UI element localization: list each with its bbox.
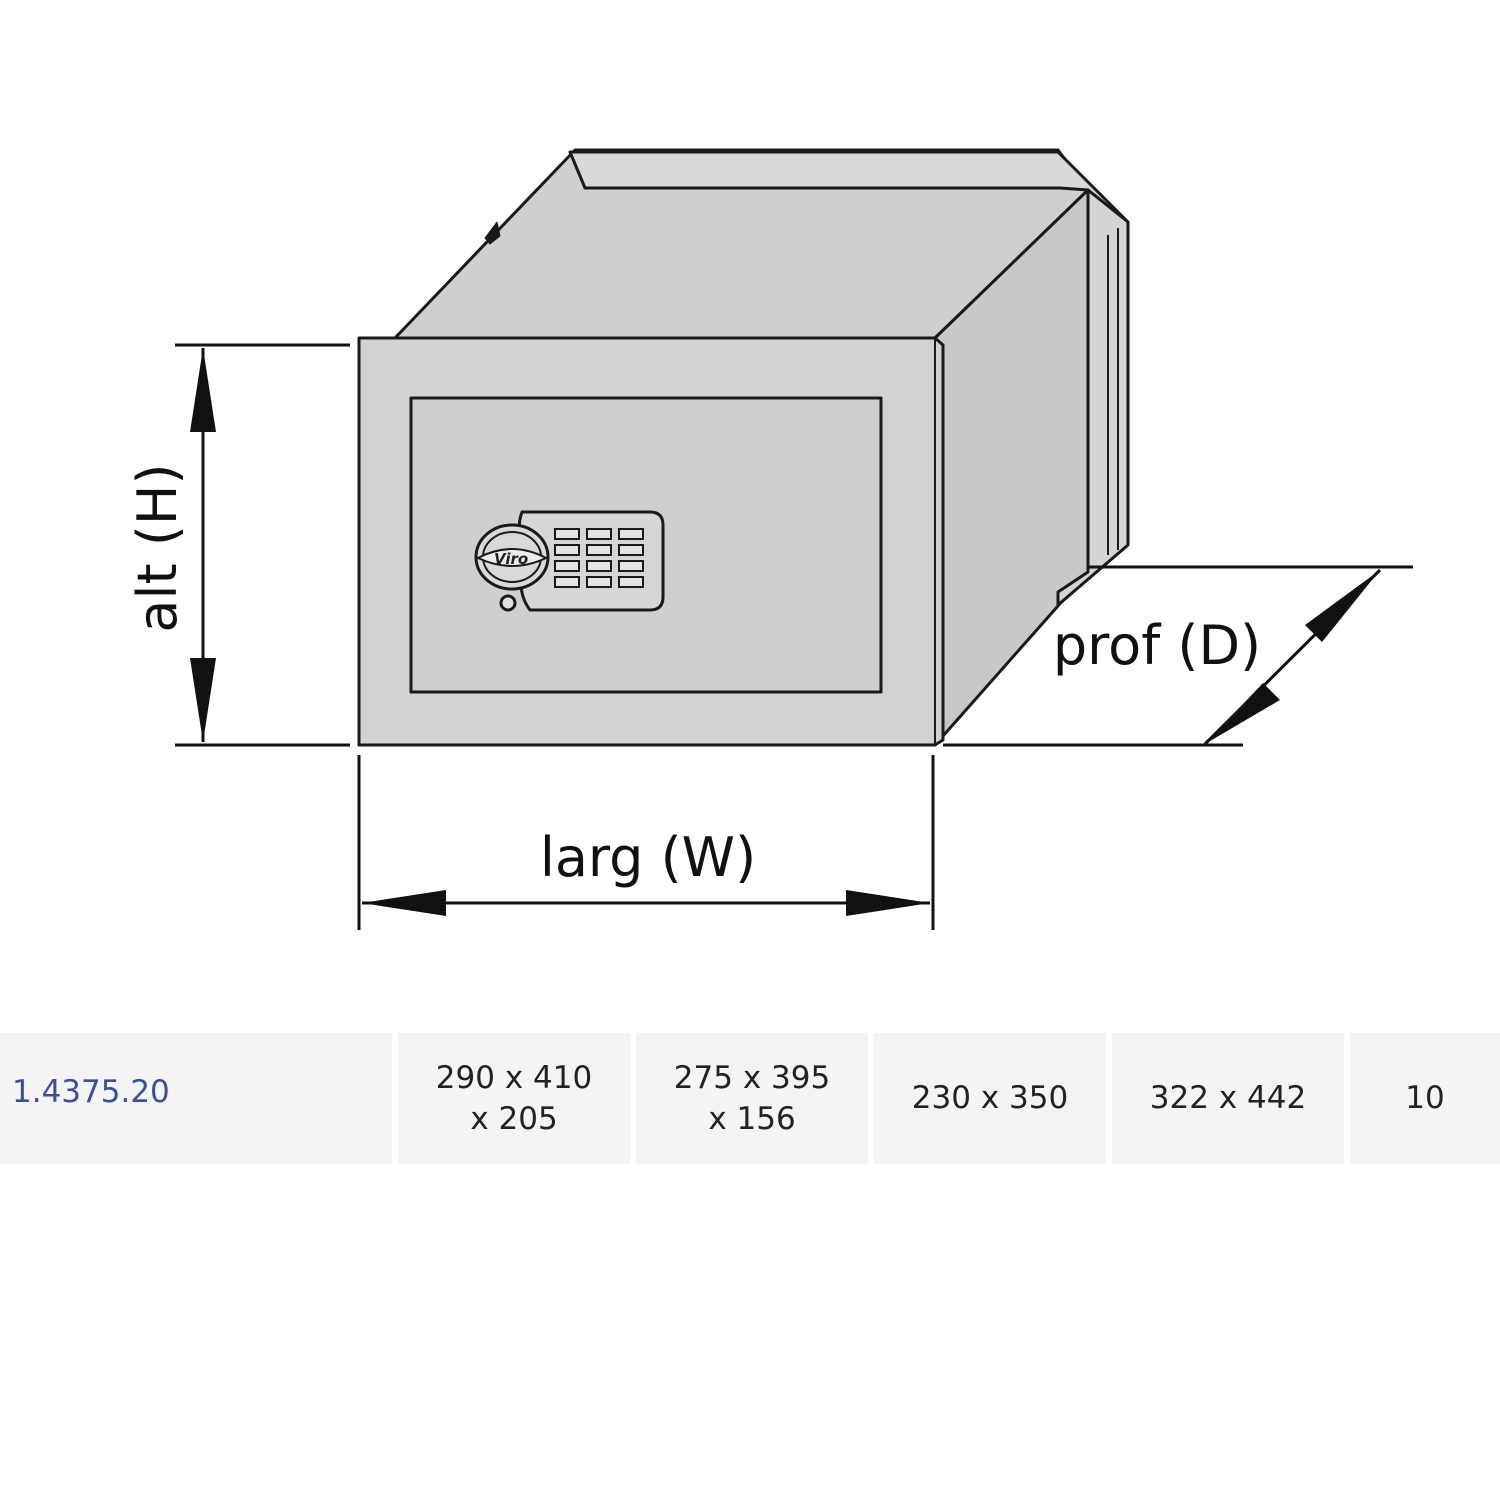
article-code[interactable]: 1.4375.20: [12, 1074, 170, 1110]
safe-right-flange: [1056, 188, 1130, 607]
depth-label: prof (D): [1053, 614, 1261, 677]
safe-illustration: [357, 148, 1130, 747]
height-label: alt (H): [126, 463, 189, 632]
cell-line: 10: [1405, 1080, 1445, 1116]
cell-line: 322 x 442: [1149, 1080, 1307, 1116]
cell-line: x 205: [470, 1100, 558, 1137]
cell-line: 290 x 410: [435, 1059, 593, 1096]
cell-line: x 156: [708, 1100, 796, 1137]
width-dimension: [357, 755, 935, 930]
key-hole: [499, 594, 517, 612]
width-label: larg (W): [540, 826, 756, 889]
cell-line: 230 x 350: [911, 1080, 1069, 1116]
frame-dimensions-cell: 322 x 442: [1112, 1033, 1344, 1164]
electronic-lock: Viro: [474, 510, 665, 612]
quantity-cell: 10: [1350, 1033, 1500, 1164]
specification-table-row: 1.4375.20 290 x 410 x 205 275 x 395 x 15…: [0, 1033, 1500, 1164]
external-dimensions-cell: 290 x 410 x 205: [398, 1033, 630, 1164]
internal-dimensions-cell: 275 x 395 x 156: [636, 1033, 868, 1164]
cell-line: 275 x 395: [673, 1059, 831, 1096]
brand-logo: Viro: [494, 550, 528, 568]
depth-dimension: [943, 565, 1413, 747]
door-dimensions-cell: 230 x 350: [874, 1033, 1106, 1164]
keypad-buttons: [554, 528, 644, 588]
article-code-cell[interactable]: 1.4375.20: [0, 1033, 392, 1164]
safe-dimension-diagram: Viro alt (H) larg (W) prof (D): [126, 148, 1413, 930]
height-dimension: [175, 343, 350, 747]
